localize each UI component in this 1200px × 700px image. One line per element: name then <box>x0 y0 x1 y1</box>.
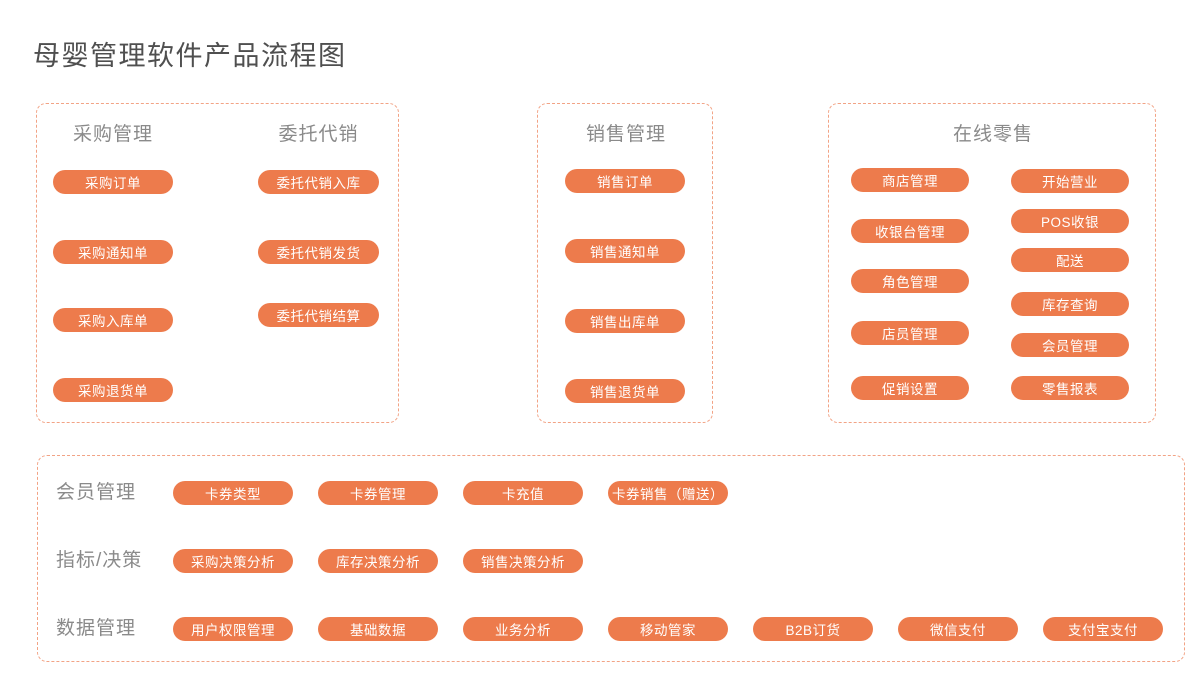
pill-card-type: 卡券类型 <box>173 481 293 505</box>
pill-b2b-ordering: B2B订货 <box>753 617 873 641</box>
pill-member-management: 会员管理 <box>1011 333 1129 357</box>
pill-sales-order: 销售订单 <box>565 169 685 193</box>
pill-purchase-notice: 采购通知单 <box>53 240 173 264</box>
pill-purchase-inbound: 采购入库单 <box>53 308 173 332</box>
box-header-purchase: 采购管理 <box>72 124 153 145</box>
pill-business-analysis: 业务分析 <box>463 617 583 641</box>
row-metrics-decision-pills: 采购决策分析 库存决策分析 销售决策分析 <box>173 549 583 573</box>
pill-purchase-order: 采购订单 <box>53 170 173 194</box>
pill-user-permission-management: 用户权限管理 <box>173 617 293 641</box>
pill-card-management: 卡券管理 <box>318 481 438 505</box>
pill-mobile-manager: 移动管家 <box>608 617 728 641</box>
pill-inventory-decision-analysis: 库存决策分析 <box>318 549 438 573</box>
pill-card-recharge: 卡充值 <box>463 481 583 505</box>
pill-consignment-settlement: 委托代销结算 <box>258 303 379 327</box>
pill-sales-outbound: 销售出库单 <box>565 309 685 333</box>
pill-basic-data: 基础数据 <box>318 617 438 641</box>
box-header-sales: 销售管理 <box>585 124 666 145</box>
pill-sales-return: 销售退货单 <box>565 379 685 403</box>
pill-cashier-desk-management: 收银台管理 <box>851 219 969 243</box>
page-title: 母婴管理软件产品流程图 <box>33 41 347 71</box>
pill-start-business: 开始营业 <box>1011 169 1129 193</box>
box-header-consignment: 委托代销 <box>278 124 359 145</box>
pill-purchase-return: 采购退货单 <box>53 378 173 402</box>
pill-sales-decision-analysis: 销售决策分析 <box>463 549 583 573</box>
row-label-data-management: 数据管理 <box>56 618 137 639</box>
pill-sales-notice: 销售通知单 <box>565 239 685 263</box>
pill-purchase-decision-analysis: 采购决策分析 <box>173 549 293 573</box>
pill-promotion-settings: 促销设置 <box>851 376 969 400</box>
pill-wechat-pay: 微信支付 <box>898 617 1018 641</box>
pill-role-management: 角色管理 <box>851 269 969 293</box>
purchase-consignment-box: 采购管理 委托代销 采购订单 采购通知单 采购入库单 采购退货单 委托代销入库 … <box>36 103 399 423</box>
pill-card-sale-gift: 卡券销售（赠送） <box>608 481 728 505</box>
pill-retail-report: 零售报表 <box>1011 376 1129 400</box>
box-header-retail: 在线零售 <box>952 124 1033 145</box>
pill-delivery: 配送 <box>1011 248 1129 272</box>
pill-consignment-inbound: 委托代销入库 <box>258 170 379 194</box>
pill-alipay-pay: 支付宝支付 <box>1043 617 1163 641</box>
pill-inventory-query: 库存查询 <box>1011 292 1129 316</box>
pill-consignment-shipment: 委托代销发货 <box>258 240 379 264</box>
row-data-management-pills: 用户权限管理 基础数据 业务分析 移动管家 B2B订货 微信支付 支付宝支付 <box>173 617 1163 641</box>
pill-store-management: 商店管理 <box>851 168 969 192</box>
pill-clerk-management: 店员管理 <box>851 321 969 345</box>
row-label-metrics-decision: 指标/决策 <box>56 550 143 571</box>
bottom-box: 会员管理 卡券类型 卡券管理 卡充值 卡券销售（赠送） 指标/决策 采购决策分析… <box>37 455 1185 662</box>
sales-box: 销售管理 销售订单 销售通知单 销售出库单 销售退货单 <box>537 103 713 423</box>
row-member-management-pills: 卡券类型 卡券管理 卡充值 卡券销售（赠送） <box>173 481 728 505</box>
online-retail-box: 在线零售 商店管理 收银台管理 角色管理 店员管理 促销设置 开始营业 POS收… <box>828 103 1156 423</box>
row-label-member-management: 会员管理 <box>56 482 137 503</box>
pill-pos-cashier: POS收银 <box>1011 209 1129 233</box>
